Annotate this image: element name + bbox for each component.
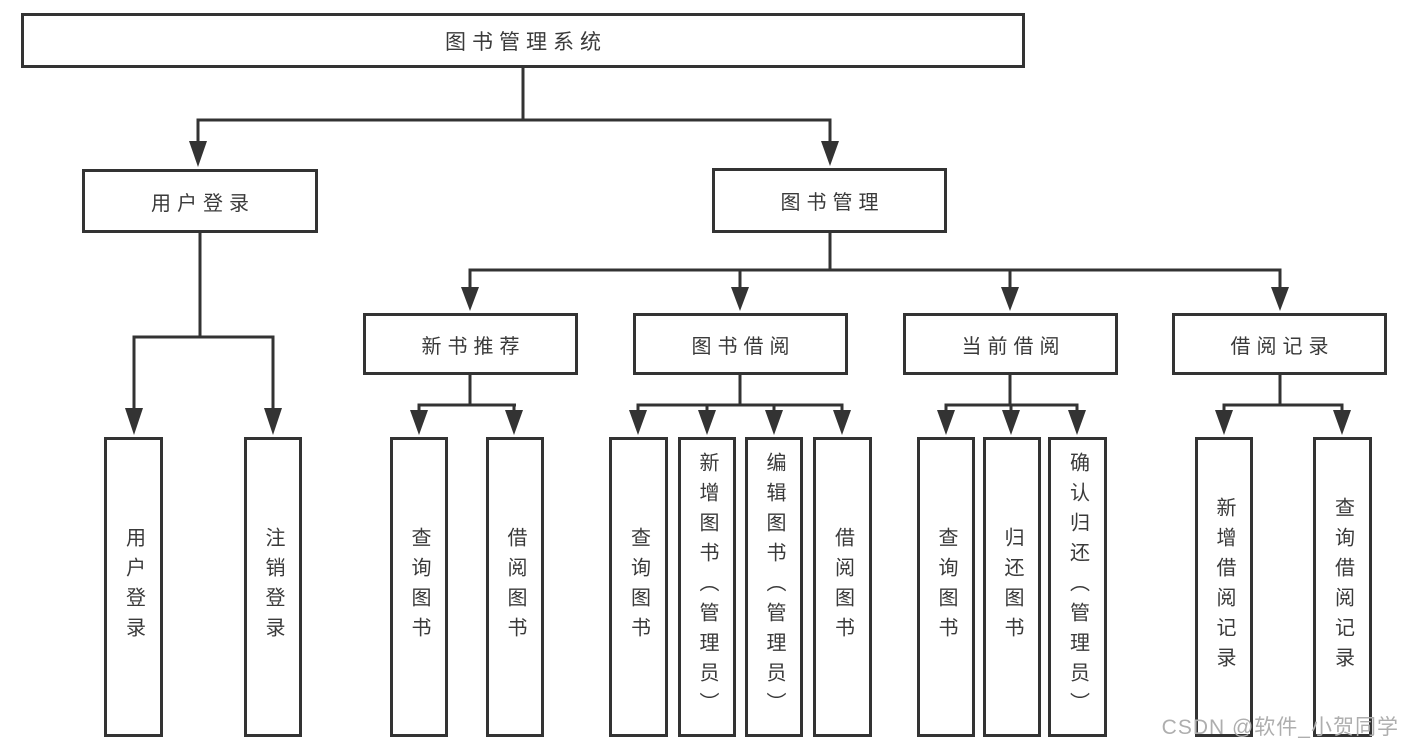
- leaf-confirm-return-admin: 确认归还（管理员）: [1048, 437, 1107, 737]
- leaf-query-books-borrow: 查询图书: [609, 437, 668, 737]
- leaf-add-borrow-record: 新增借阅记录: [1195, 437, 1253, 737]
- leaf-add-books-admin: 新增图书（管理员）: [678, 437, 736, 737]
- csdn-watermark: CSDN @软件_小贺同学: [1161, 716, 1399, 739]
- node-label: 当前借阅: [961, 335, 1066, 358]
- leaf-borrow-books: 借阅图书: [813, 437, 872, 737]
- node-label: 图书借阅: [691, 335, 796, 358]
- leaf-label: 查询图书: [408, 527, 430, 647]
- leaf-borrow-books-recommend: 借阅图书: [486, 437, 544, 737]
- leaf-label: 归还图书: [1001, 527, 1023, 647]
- node-new-book-recommend: 新书推荐: [363, 313, 578, 375]
- leaf-return-books: 归还图书: [983, 437, 1041, 737]
- node-label: 借阅记录: [1230, 335, 1335, 358]
- node-book-management: 图书管理: [712, 168, 947, 233]
- leaf-label: 新增借阅记录: [1213, 497, 1235, 677]
- leaf-user-login: 用户登录: [104, 437, 163, 737]
- node-user-login: 用户登录: [82, 169, 318, 233]
- leaf-label: 新增图书（管理员）: [696, 452, 718, 722]
- node-label: 图书管理: [780, 192, 885, 214]
- leaf-label: 查询借阅记录: [1331, 497, 1354, 677]
- leaf-label: 借阅图书: [504, 527, 526, 647]
- leaf-label: 用户登录: [122, 527, 145, 647]
- leaf-query-borrow-record: 查询借阅记录: [1313, 437, 1372, 737]
- node-current-borrow: 当前借阅: [903, 313, 1118, 375]
- node-label: 用户登录: [151, 192, 255, 215]
- node-root-book-management-system: 图书管理系统: [21, 13, 1025, 68]
- leaf-label: 查询图书: [935, 527, 957, 647]
- node-label: 新书推荐: [421, 335, 526, 358]
- node-book-borrow: 图书借阅: [633, 313, 848, 375]
- leaf-label: 借阅图书: [831, 527, 854, 647]
- node-label: 图书管理系统: [445, 30, 607, 54]
- node-borrow-records: 借阅记录: [1172, 313, 1387, 375]
- leaf-edit-books-admin: 编辑图书（管理员）: [745, 437, 803, 737]
- leaf-label: 确认归还（管理员）: [1066, 452, 1089, 722]
- leaf-label: 注销登录: [262, 527, 284, 647]
- leaf-label: 编辑图书（管理员）: [763, 452, 785, 722]
- leaf-label: 查询图书: [627, 527, 650, 647]
- leaf-logout: 注销登录: [244, 437, 302, 737]
- leaf-query-books-current: 查询图书: [917, 437, 975, 737]
- leaf-query-books-recommend: 查询图书: [390, 437, 448, 737]
